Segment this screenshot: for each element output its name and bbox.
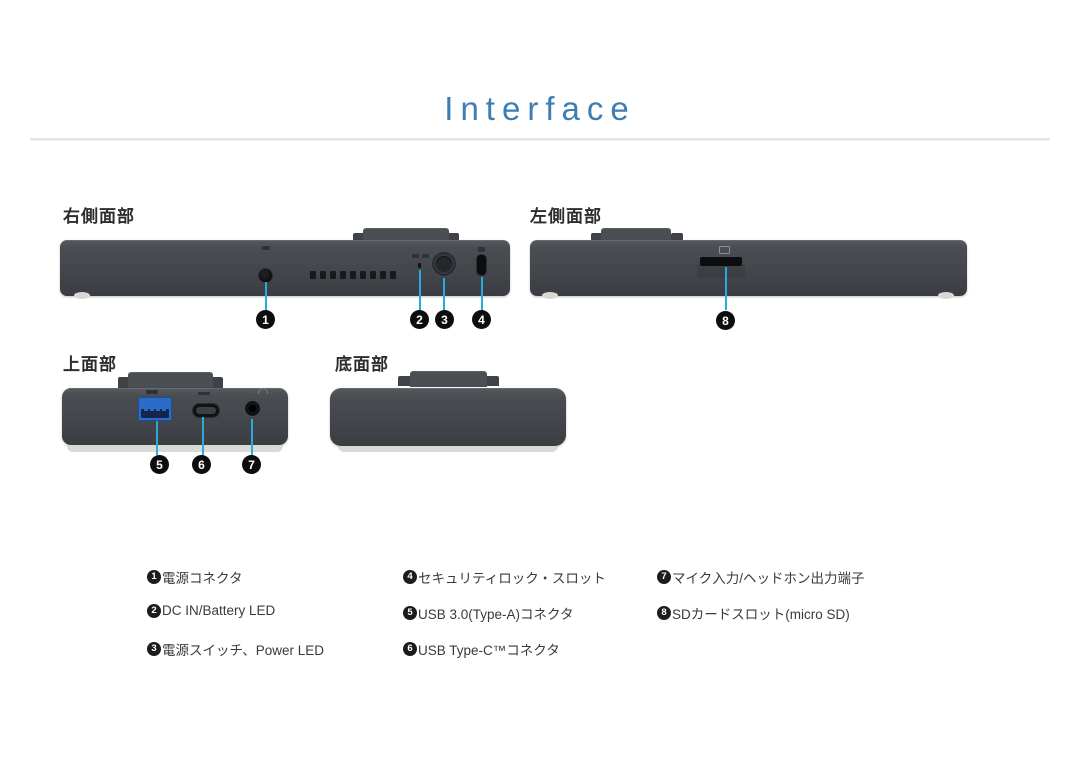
callout-5-badge: 5 <box>150 455 169 474</box>
device-base <box>67 445 283 452</box>
left-side-label: 左側面部 <box>530 207 602 226</box>
lock-icon <box>478 247 485 252</box>
usb-c-icon <box>198 392 210 395</box>
rubber-foot <box>74 292 90 299</box>
rubber-foot <box>938 292 954 299</box>
usb-c-port <box>193 404 219 417</box>
legend-bullet-1: 1 <box>147 570 161 584</box>
legend-bullet-4: 4 <box>403 570 417 584</box>
legend-item-1: 1 電源コネクタ <box>147 567 242 587</box>
dc-in-icon <box>262 246 270 250</box>
callout-8-badge: 8 <box>716 311 735 330</box>
callout-6-line <box>202 417 204 455</box>
legend-label-6: USB Type-C™コネクタ <box>418 643 560 658</box>
hinge-tab <box>447 233 459 242</box>
battery-led <box>418 263 421 268</box>
legend-item-2: 2 DC IN/Battery LED <box>147 603 275 618</box>
right-side-label: 右側面部 <box>63 207 135 226</box>
headphone-icon <box>258 388 268 394</box>
callout-3-badge: 3 <box>435 310 454 329</box>
legend-bullet-5: 5 <box>403 606 417 620</box>
device-body <box>530 240 967 296</box>
hinge-tab <box>118 377 130 388</box>
rubber-foot <box>542 292 558 299</box>
hinge-tab <box>591 233 603 242</box>
hinge <box>601 228 671 242</box>
legend-bullet-6: 6 <box>403 642 417 656</box>
hinge <box>410 371 487 387</box>
top-side-label: 上面部 <box>63 355 117 374</box>
dc-led-icon <box>422 254 429 258</box>
legend-label-3: 電源スイッチ、Power LED <box>162 643 324 658</box>
callout-3-line <box>443 278 445 310</box>
jack-hole <box>249 405 256 412</box>
sd-card-slot <box>700 257 742 266</box>
usb-c-inner <box>196 407 216 414</box>
header-divider <box>30 138 1050 140</box>
bottom-side-view <box>330 368 566 458</box>
top-side-view: 5 6 7 <box>62 368 288 480</box>
headphone-jack <box>243 399 262 418</box>
callout-4-badge: 4 <box>472 310 491 329</box>
security-lock-slot <box>477 255 486 275</box>
power-button <box>432 252 456 276</box>
sd-slot-recess <box>697 264 745 278</box>
right-side-view: 1 2 3 4 <box>60 226 510 332</box>
hinge-tab <box>211 377 223 388</box>
legend-bullet-2: 2 <box>147 603 161 618</box>
legend-bullet-3: 3 <box>147 642 161 656</box>
device-base <box>338 446 558 452</box>
hinge-tab <box>398 376 412 386</box>
hinge <box>128 372 213 389</box>
device-body <box>330 388 566 446</box>
hinge-tab <box>671 233 683 242</box>
hinge-tab <box>485 376 499 386</box>
battery-led-icon <box>412 254 419 258</box>
callout-1-badge: 1 <box>256 310 275 329</box>
power-icon <box>436 256 452 272</box>
callout-4-line <box>481 277 483 310</box>
callout-7-badge: 7 <box>242 455 261 474</box>
callout-7-line <box>251 419 253 455</box>
callout-2-badge: 2 <box>410 310 429 329</box>
page-title: Interface <box>444 90 636 127</box>
legend-bullet-8: 8 <box>657 606 671 620</box>
callout-2-line <box>419 270 421 310</box>
legend-item-7: 7 マイク入力/ヘッドホン出力端子 <box>657 567 864 587</box>
legend-label-5: USB 3.0(Type-A)コネクタ <box>418 607 574 622</box>
dc-in-port <box>259 269 272 282</box>
sd-card-icon <box>719 246 730 254</box>
callout-1-line <box>265 282 267 310</box>
usb-a-tongue <box>141 409 169 418</box>
hinge <box>363 228 449 242</box>
legend-label-2: DC IN/Battery LED <box>162 603 276 618</box>
usb-a-port <box>138 397 172 421</box>
callout-8-line <box>725 267 727 310</box>
legend-item-5: 5 USB 3.0(Type-A)コネクタ <box>403 603 574 623</box>
callout-6-badge: 6 <box>192 455 211 474</box>
usb-ss-icon <box>146 390 158 394</box>
legend-label-1: 電源コネクタ <box>162 571 243 586</box>
callout-5-line <box>156 421 158 455</box>
left-side-view: 8 <box>530 226 967 332</box>
legend-item-6: 6 USB Type-C™コネクタ <box>403 639 560 659</box>
legend-label-7: マイク入力/ヘッドホン出力端子 <box>672 571 865 586</box>
legend-item-3: 3 電源スイッチ、Power LED <box>147 639 324 659</box>
legend-item-4: 4 セキュリティロック・スロット <box>403 567 606 587</box>
bottom-side-label: 底面部 <box>335 355 389 374</box>
hinge-tab <box>353 233 365 242</box>
legend-label-4: セキュリティロック・スロット <box>418 571 606 586</box>
legend-item-8: 8 SDカードスロット(micro SD) <box>657 603 850 623</box>
legend-bullet-7: 7 <box>657 570 671 584</box>
legend-label-8: SDカードスロット(micro SD) <box>672 607 850 622</box>
